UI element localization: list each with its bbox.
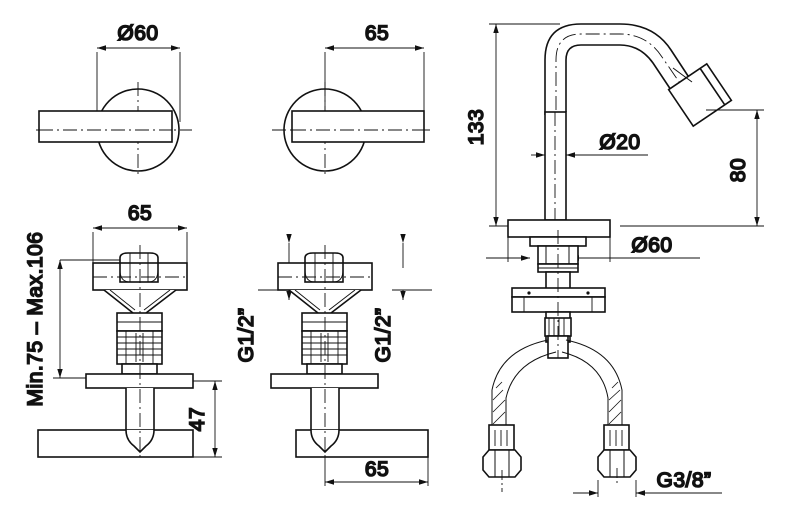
handle-cap xyxy=(119,252,159,263)
threaded-stem xyxy=(116,330,163,365)
handle-lever-bar-2 xyxy=(291,110,425,143)
hose-nut-left xyxy=(482,449,522,478)
handle-cap-body-2 xyxy=(304,262,344,283)
hose-ferrule-right xyxy=(603,424,630,451)
dimension-label-thread-right: G1/2” xyxy=(372,307,395,362)
hose-left-outer xyxy=(491,339,549,425)
hose-right-braid xyxy=(608,381,622,425)
dimension-label-height-range: Min.75 – Max.106 xyxy=(24,232,47,407)
dimension-label-65-top: 65 xyxy=(365,22,389,45)
handle-lever-bar xyxy=(38,110,173,143)
dimension-label-dia60-top: Ø60 xyxy=(117,22,158,45)
dimension-65-bottom xyxy=(324,457,429,486)
dimension-label-g38: G3/8” xyxy=(656,469,711,492)
dimension-dia60-top xyxy=(96,45,181,122)
view-spout-elevation: 133 Ø20 80 xyxy=(464,23,764,497)
handle-cap-body xyxy=(119,262,159,283)
spout-outer-wall xyxy=(544,23,693,115)
dimension-label-47: 47 xyxy=(186,407,209,431)
dimension-label-dia60-base: Ø60 xyxy=(631,234,672,257)
hose-left-inner xyxy=(505,351,557,425)
hose-nut-right xyxy=(597,449,637,478)
dimension-label-65-bottom: 65 xyxy=(365,458,389,481)
dimension-label-dia20: Ø20 xyxy=(599,131,640,154)
aerator-body xyxy=(667,62,733,128)
spout-centerline xyxy=(555,33,685,110)
hose-ferrule-left xyxy=(488,424,515,451)
spout-aerator xyxy=(667,62,733,128)
dimension-80 xyxy=(620,109,764,227)
spout-inner-wall xyxy=(565,44,676,112)
stem-base-2 xyxy=(306,363,343,375)
dimension-47 xyxy=(193,380,222,458)
dimension-label-80: 80 xyxy=(727,158,750,182)
view-handle-elevation-right: G1/2” G1/2” xyxy=(234,234,432,486)
bottom-lever xyxy=(37,429,194,458)
thread-lines-2 xyxy=(302,331,347,364)
shank-thread-lines xyxy=(548,318,565,336)
spout-column xyxy=(544,111,567,221)
thread-lines xyxy=(117,331,162,364)
dimension-thread-right xyxy=(392,234,432,300)
dimension-label-thread-left: G1/2” xyxy=(235,307,258,362)
stem-base xyxy=(121,363,158,375)
hose-right-outer xyxy=(565,339,623,425)
hose-right-inner xyxy=(561,351,609,425)
escutcheon-plate xyxy=(85,373,194,389)
mounting-washer-top xyxy=(511,287,606,298)
spout-base-flange xyxy=(507,219,611,238)
mounting-washer-bottom xyxy=(511,296,606,313)
view-handle-plan-right: 65 xyxy=(272,21,432,178)
dimension-label-65-mid: 65 xyxy=(128,202,152,225)
view-handle-elevation-left: 65 Min.75 – Max.106 xyxy=(23,201,222,460)
handle-cap-2 xyxy=(304,252,344,263)
threaded-stem-2 xyxy=(301,330,348,365)
dimension-g38 xyxy=(573,480,722,497)
view-handle-plan-left: Ø60 xyxy=(36,21,192,178)
escutcheon-plate-2 xyxy=(270,373,379,389)
hose-left-braid xyxy=(492,381,506,425)
dimension-label-133: 133 xyxy=(465,109,488,146)
dimension-dia60-base xyxy=(486,237,700,262)
